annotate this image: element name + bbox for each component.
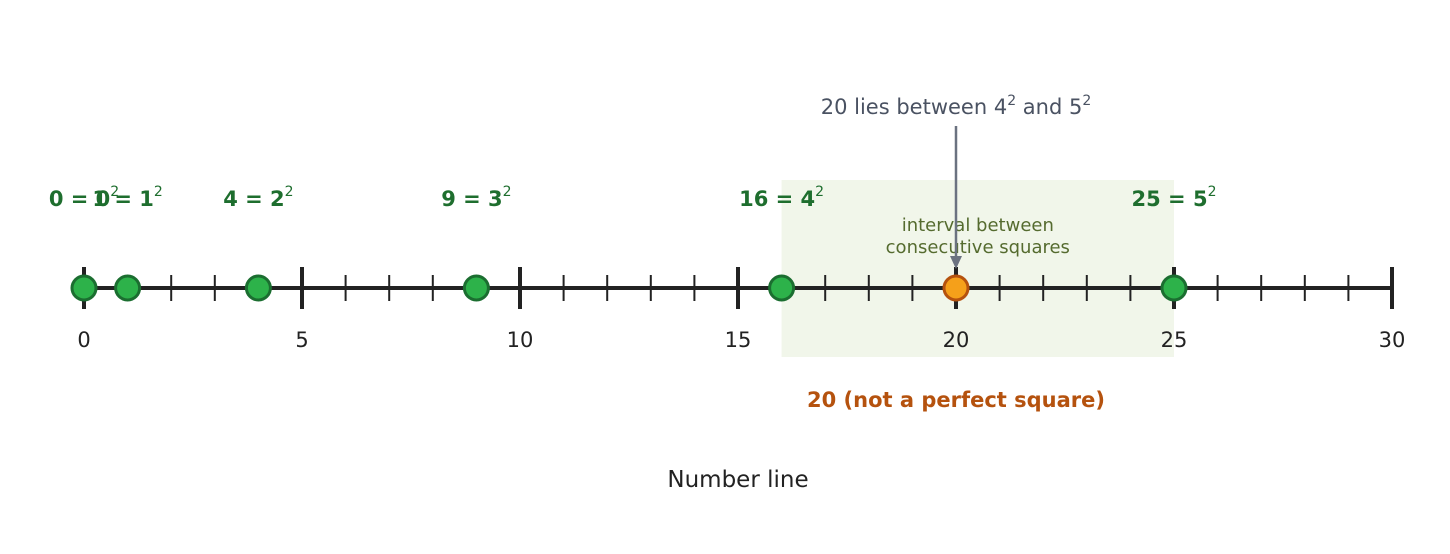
interval-band (781, 180, 1174, 357)
perfect-square-marker (1160, 274, 1188, 302)
perfect-square-label-exponent: 2 (285, 184, 294, 200)
perfect-square-label-base: 0 = 0 (49, 187, 110, 211)
perfect-square-label-exponent: 2 (110, 184, 119, 200)
perfect-square-label-base: 9 = 3 (441, 187, 502, 211)
perfect-square-marker (462, 274, 490, 302)
perfect-square-label: 16 = 42 (739, 184, 824, 211)
perfect-square-label-base: 16 = 4 (739, 187, 815, 211)
annotation-exponent: 2 (1007, 93, 1016, 109)
tick-label: 0 (77, 328, 90, 352)
perfect-square-marker (70, 274, 98, 302)
perfect-square-label-exponent: 2 (503, 184, 512, 200)
perfect-square-label-exponent: 2 (154, 184, 163, 200)
annotation-text: 20 lies between 42 and 52 (821, 93, 1092, 119)
annotation-exponent: 2 (1082, 93, 1091, 109)
tick-label: 15 (725, 328, 752, 352)
perfect-square-label: 0 = 02 (49, 184, 119, 211)
perfect-square-label-exponent: 2 (815, 184, 824, 200)
perfect-square-label: 4 = 22 (223, 184, 293, 211)
perfect-square-label-exponent: 2 (1208, 184, 1217, 200)
perfect-square-label-base: 25 = 5 (1132, 187, 1208, 211)
tick-label: 20 (943, 328, 970, 352)
target-label: 20 (not a perfect square) (807, 388, 1105, 412)
perfect-square-marker (244, 274, 272, 302)
tick-label: 25 (1161, 328, 1188, 352)
annotation-part: 20 lies between 4 (821, 95, 1007, 119)
perfect-square-label: 9 = 32 (441, 184, 511, 211)
x-axis-label: Number line (667, 467, 808, 493)
perfect-square-marker (768, 274, 796, 302)
perfect-square-marker (114, 274, 142, 302)
perfect-square-label-base: 1 = 1 (92, 187, 153, 211)
perfect-square-label: 25 = 52 (1132, 184, 1217, 211)
interval-label-line-1: interval between (902, 215, 1054, 236)
tick-label: 5 (295, 328, 308, 352)
annotation-arrow-head (950, 256, 962, 269)
interval-label-line-2: consecutive squares (886, 237, 1070, 258)
tick-label: 30 (1379, 328, 1406, 352)
annotation-part: and 5 (1016, 95, 1082, 119)
perfect-square-label: 1 = 12 (92, 184, 162, 211)
target-marker (942, 274, 970, 302)
perfect-square-label-base: 4 = 2 (223, 187, 284, 211)
tick-label: 10 (507, 328, 534, 352)
